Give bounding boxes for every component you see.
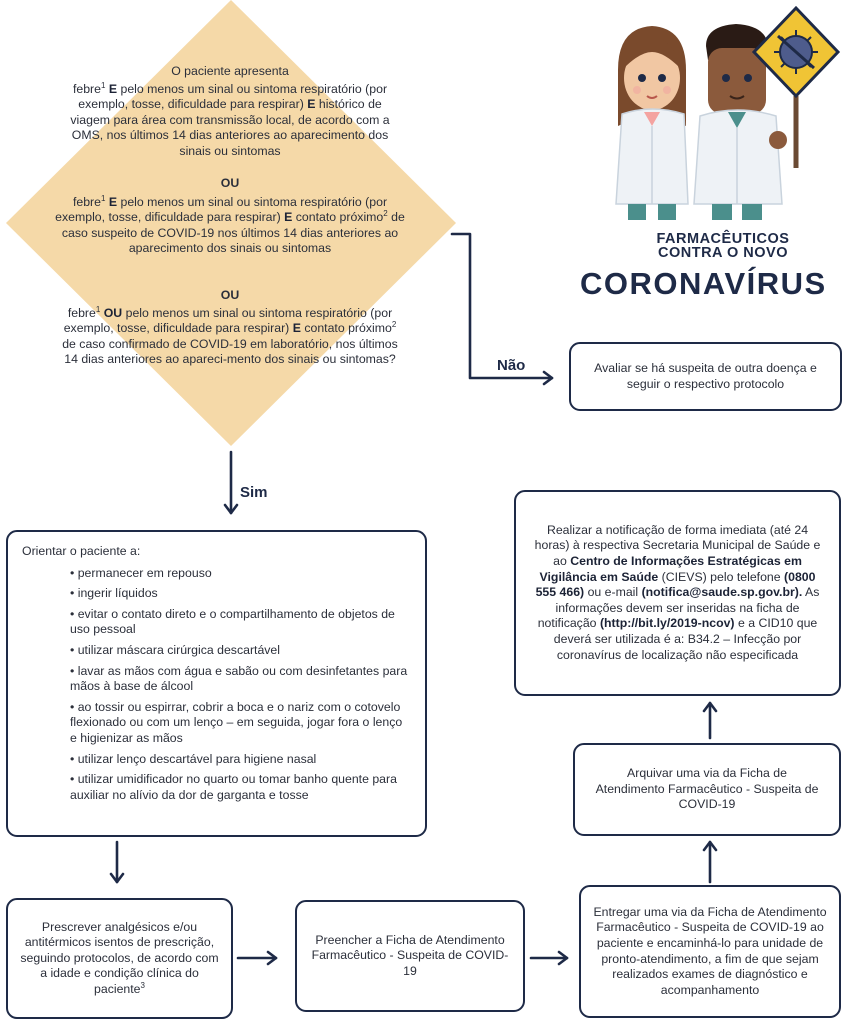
no-label: Não — [497, 357, 526, 374]
prescribe-to-fill-arrowhead — [266, 950, 278, 966]
list-item: • utilizar lenço descartável para higien… — [70, 751, 317, 766]
virus-warning-sign — [751, 5, 841, 168]
no-connector — [450, 232, 554, 380]
box-prescribe: Prescrever analgésicos e/ou antitérmicos… — [6, 898, 233, 1019]
box-fill-form: Preencher a Ficha de Atendimento Farmacê… — [295, 900, 525, 1012]
box-deliver-form: Entregar uma via da Ficha de Atendimento… — [579, 885, 841, 1018]
list-item: • utilizar máscara cirúrgica descartável — [70, 642, 281, 657]
box-archive-form: Arquivar uma via da Ficha de Atendimento… — [573, 743, 841, 836]
list-item: • ao tossir ou espirrar, cobrir a boca e… — [70, 699, 403, 745]
guidance-list: • permanecer em repouso • ingerir líquid… — [22, 566, 411, 804]
condition-3: febre1 OU pelo menos um sinal ou sintoma… — [62, 304, 398, 367]
guide-to-prescribe-arrowhead — [109, 872, 125, 884]
box-other-disease: Avaliar se há suspeita de outra doença e… — [569, 342, 842, 411]
list-item: • lavar as mãos com água e sabão ou com … — [70, 663, 408, 694]
box-notification: Realizar a notificação de forma imediata… — [514, 490, 841, 696]
or-separator-1: OU — [220, 176, 240, 190]
list-item: • utilizar umidificador no quarto ou tom… — [70, 772, 397, 802]
female-pharmacist-figure — [615, 26, 689, 220]
fill-to-deliver-arrowhead — [557, 950, 569, 966]
condition-2: febre1 E pelo menos um sinal ou sintoma … — [55, 193, 405, 256]
list-item: • ingerir líquidos — [70, 586, 158, 601]
brand-line-1: FARMACÊUTICOS — [656, 231, 790, 247]
deliver-to-archive-arrowhead — [702, 840, 718, 852]
box-patient-guidance: Orientar o paciente a: • permanecer em r… — [6, 530, 427, 837]
brand-line-2: CONTRA O NOVO — [657, 245, 789, 261]
condition-1: febre1 E pelo menos um sinal ou sintoma … — [70, 80, 390, 158]
yes-label: Sim — [240, 484, 268, 501]
guidance-title: Orientar o paciente a: — [22, 544, 141, 558]
pharmacists-illustration — [615, 5, 841, 220]
list-item: • evitar o contato direto e o compartilh… — [70, 606, 395, 637]
yes-arrowhead — [223, 503, 239, 515]
no-arrowhead — [542, 370, 554, 386]
decision-diamond — [6, 0, 456, 446]
or-separator-2: OU — [220, 288, 240, 302]
diamond-heading: O paciente apresenta — [171, 64, 289, 78]
male-pharmacist-figure — [693, 24, 783, 220]
archive-to-notify-arrowhead — [702, 701, 718, 713]
brand-title: CORONAVÍRUS — [580, 266, 827, 301]
list-item: • permanecer em repouso — [70, 565, 212, 580]
